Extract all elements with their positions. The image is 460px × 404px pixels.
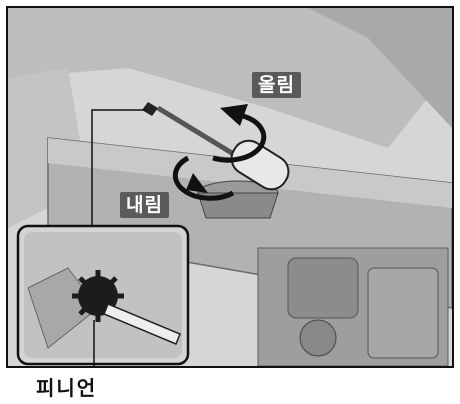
raise-label: 올림 [252, 72, 301, 98]
lower-label: 내림 [120, 192, 169, 218]
headlight-aim-illustration: 올림 내림 [6, 6, 454, 368]
pinion-caption: 피니언 [36, 376, 98, 400]
engine-bay-drawing [8, 8, 452, 366]
